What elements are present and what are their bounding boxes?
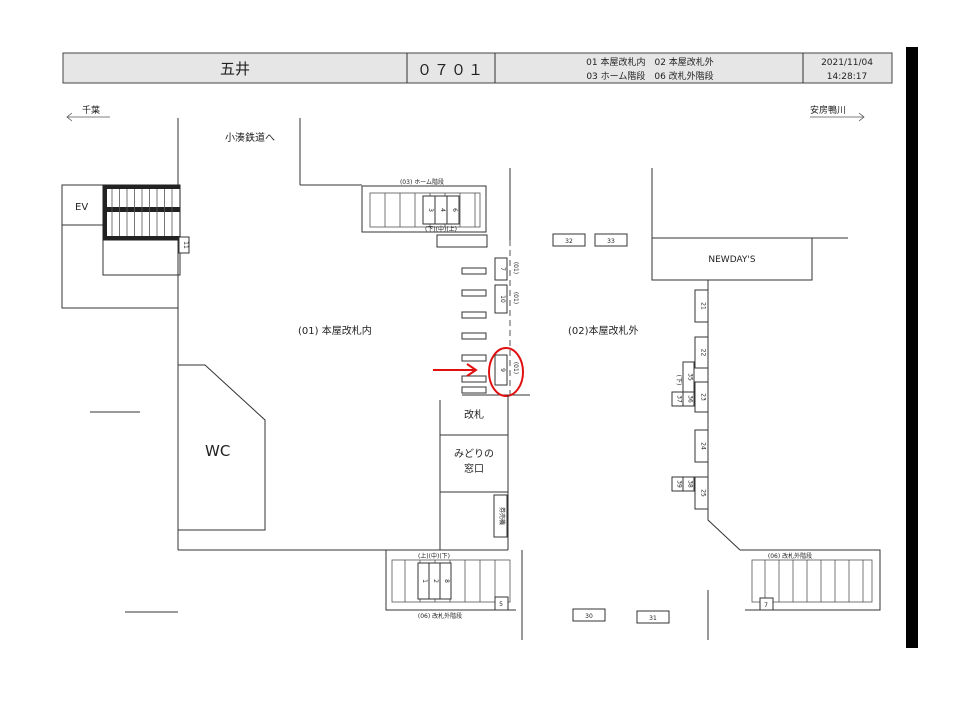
ticket-gate — [461, 386, 487, 394]
svg-text:30: 30 — [585, 613, 593, 620]
svg-text:(03) ホーム階段: (03) ホーム階段 — [400, 178, 444, 186]
spot-label: 22 — [700, 349, 707, 357]
spot-25 — [694, 476, 709, 510]
spot-label: 24 — [700, 442, 707, 450]
svg-text:7: 7 — [764, 602, 768, 609]
date: 2021/11/04 — [821, 58, 873, 68]
spot-label: 35 — [687, 373, 694, 381]
ticket-gate — [461, 311, 487, 319]
svg-text:32: 32 — [565, 238, 573, 245]
station-name: 五井 — [220, 60, 250, 78]
spot-label: 36 — [687, 395, 694, 403]
left-stairs: 11 — [102, 184, 190, 254]
right-spots: 21 22 35 23 36 37 24 25 38 39 — [671, 289, 709, 510]
svg-text:5: 5 — [499, 601, 503, 608]
spot-24 — [694, 429, 709, 463]
svg-text:(下)(中)(上): (下)(中)(上) — [425, 225, 457, 233]
spot-label: 37 — [676, 395, 683, 403]
ticket-machine-label: 券売機 — [498, 507, 506, 525]
svg-text:(01): (01) — [512, 292, 519, 304]
svg-text:(01): (01) — [512, 262, 519, 274]
spot-21 — [694, 289, 709, 323]
spot-label: 21 — [700, 302, 707, 310]
home-stairs: (03) ホーム階段 3 4 6 (下)(中)(上) — [361, 178, 488, 248]
spot-39 — [671, 476, 684, 492]
newdays-label: NEWDAY'S — [708, 255, 756, 265]
kominato-label: 小湊鉄道へ — [225, 131, 275, 144]
svg-text:11: 11 — [182, 241, 189, 249]
legend-line1: 01 本屋改札内 02 本屋改札外 — [586, 56, 714, 68]
gate-area: 7 10 9 (01) (01) (01) — [433, 168, 530, 397]
svg-text:3: 3 — [427, 208, 434, 212]
svg-text:(06) 改札外階段: (06) 改札外階段 — [418, 612, 462, 620]
time: 14:28:17 — [827, 72, 867, 82]
svg-text:(01): (01) — [512, 362, 519, 374]
arrow-left-icon — [66, 112, 110, 122]
spot-23 — [694, 381, 709, 413]
spot-label: 25 — [700, 489, 707, 497]
spot-22 — [694, 336, 709, 369]
legend-line2: 03 ホーム階段 06 改札外階段 — [586, 70, 713, 82]
station-code: ０７０１ — [417, 61, 485, 79]
svg-text:1: 1 — [421, 579, 428, 583]
svg-text:4: 4 — [439, 208, 446, 212]
svg-text:(上)(中)(下): (上)(中)(下) — [418, 552, 450, 560]
ticket-gate — [461, 375, 487, 383]
ev-label: EV — [75, 202, 88, 213]
svg-text:2: 2 — [432, 579, 439, 583]
outside-gate-label: (02)本屋改札外 — [568, 324, 639, 337]
arrow-right-icon — [810, 112, 865, 122]
ticket-gate — [461, 354, 487, 362]
svg-text:千葉: 千葉 — [82, 104, 100, 116]
svg-text:9: 9 — [499, 368, 506, 372]
spot-37 — [671, 391, 684, 407]
highlight-circle — [488, 347, 524, 397]
ticket-gate — [461, 332, 487, 340]
gate-label: 改札 — [464, 408, 484, 421]
svg-text:10: 10 — [499, 295, 506, 303]
ticket-gate — [461, 289, 487, 297]
spot-label: 38 — [687, 480, 694, 488]
out-stairs-left: 1 2 8 (上)(中)(下) 5 (06) 改札外階段 — [385, 550, 516, 620]
svg-text:6: 6 — [451, 208, 458, 212]
svg-text:31: 31 — [649, 615, 657, 622]
spot-label: 23 — [700, 393, 707, 401]
svg-text:33: 33 — [607, 238, 615, 245]
out-stairs-right: (06) 改札外階段 7 — [740, 549, 881, 611]
wc-label: WC — [205, 442, 230, 460]
midori-label-1: みどりの — [454, 448, 494, 460]
svg-text:(下): (下) — [675, 375, 682, 386]
highlight-arrow-icon — [433, 363, 478, 377]
direction-right: 安房鴨川 — [810, 104, 865, 122]
spot-label: 39 — [676, 480, 683, 488]
header-table: 五井 ０７０１ 01 本屋改札内 02 本屋改札外 03 ホーム階段 06 改札… — [62, 52, 893, 84]
svg-text:安房鴨川: 安房鴨川 — [810, 104, 846, 116]
ticket-gate — [461, 267, 487, 275]
svg-text:(06) 改札外階段: (06) 改札外階段 — [768, 552, 812, 560]
svg-text:8: 8 — [443, 579, 450, 583]
inside-gate-label: (01) 本屋改札内 — [298, 324, 372, 337]
direction-left: 千葉 — [66, 104, 110, 122]
svg-text:7: 7 — [499, 267, 506, 271]
side-bar — [906, 47, 918, 648]
midori-label-2: 窓口 — [464, 462, 484, 475]
